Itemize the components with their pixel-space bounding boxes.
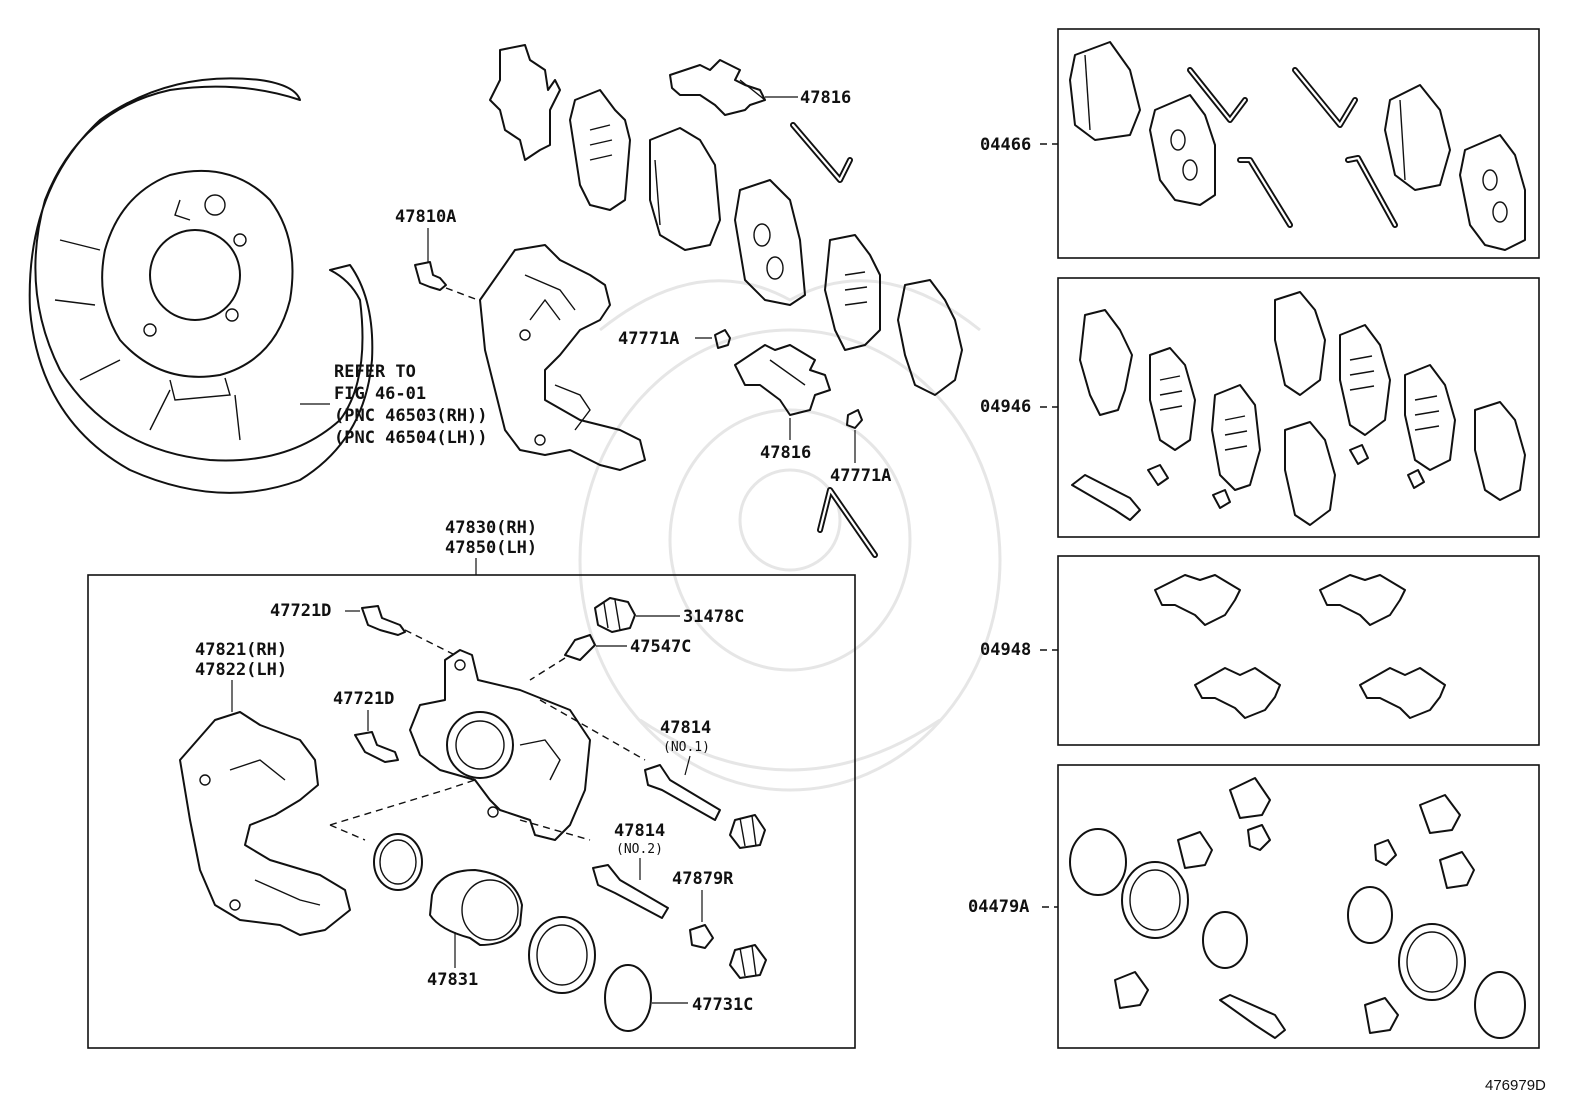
- label-47879R: 47879R: [672, 869, 734, 889]
- refer-line-4: (PNC 46504(LH)): [334, 428, 488, 448]
- piston-seal[interactable]: [373, 833, 423, 891]
- anti-rattle-spring-mid[interactable]: [817, 487, 878, 558]
- kit-04466-contents[interactable]: [1069, 41, 1526, 251]
- label-47816-top: 47816: [800, 88, 851, 108]
- brake-pads-top[interactable]: [489, 44, 963, 396]
- label-47771A-b: 47771A: [830, 466, 891, 486]
- boot-31478C[interactable]: [594, 597, 636, 633]
- cylinder-boot[interactable]: [528, 916, 596, 994]
- piston-47831[interactable]: [429, 869, 523, 946]
- kit-04479A-contents[interactable]: [1069, 777, 1526, 1039]
- refer-line-2: FIG 46-01: [334, 384, 426, 404]
- refer-line-3: (PNC 46503(RH)): [334, 406, 488, 426]
- bushing-47879R[interactable]: [689, 924, 714, 949]
- figure-number: 476979D: [1485, 1077, 1546, 1094]
- label-47731C: 47731C: [692, 995, 753, 1015]
- anti-rattle-spring-top[interactable]: [790, 122, 853, 183]
- label-47721D-b: 47721D: [333, 689, 394, 709]
- label-47814-a: 47814: [660, 718, 711, 738]
- label-47822: 47822(LH): [195, 660, 287, 680]
- label-47821: 47821(RH): [195, 640, 287, 660]
- label-04948: 04948: [980, 640, 1031, 660]
- bolt-47721D-a[interactable]: [361, 605, 406, 636]
- label-47816-mid: 47816: [760, 443, 811, 463]
- bolt-47810A[interactable]: [414, 261, 447, 291]
- refer-note: REFER TO FIG 46-01 (PNC 46503(RH)) (PNC …: [300, 362, 488, 448]
- label-47831: 47831: [427, 970, 478, 990]
- caliper-assembly-box: [87, 574, 856, 1049]
- dust-shield[interactable]: [28, 77, 374, 494]
- refer-line-1: REFER TO: [334, 362, 416, 382]
- label-04479A: 04479A: [968, 897, 1029, 917]
- caliper-bracket-47821[interactable]: [179, 711, 351, 936]
- ring-47731C[interactable]: [604, 964, 652, 1032]
- label-47810A: 47810A: [395, 207, 456, 227]
- guide-pin-47814-no1[interactable]: [644, 764, 721, 821]
- kit-04946-contents[interactable]: [1071, 291, 1526, 526]
- watermark-emblem: [578, 279, 1002, 792]
- bleeder-47547C[interactable]: [564, 634, 596, 661]
- bolt-47721D-b[interactable]: [354, 731, 399, 763]
- label-04466: 04466: [980, 135, 1031, 155]
- label-47850: 47850(LH): [445, 538, 537, 558]
- kit-box-04466: [1057, 28, 1540, 259]
- kit-box-04948: [1057, 555, 1540, 746]
- caliper-mounting-bracket[interactable]: [479, 244, 646, 471]
- label-47721D-a: 47721D: [270, 601, 331, 621]
- shim-47816-mid[interactable]: [734, 344, 831, 416]
- label-47814-b: 47814: [614, 821, 665, 841]
- label-31478C: 31478C: [683, 607, 744, 627]
- pin-boot-b[interactable]: [729, 944, 767, 979]
- label-04946: 04946: [980, 397, 1031, 417]
- label-47814-b-note: (NO.2): [616, 842, 663, 857]
- label-47771A-a: 47771A: [618, 329, 679, 349]
- guide-pin-47814-no2[interactable]: [592, 864, 669, 919]
- kit-04948-contents[interactable]: [1154, 574, 1446, 719]
- label-47830: 47830(RH): [445, 518, 537, 538]
- label-47547C: 47547C: [630, 637, 691, 657]
- label-47814-a-note: (NO.1): [663, 740, 710, 755]
- shim-47816-top[interactable]: [669, 59, 766, 116]
- caliper-body[interactable]: [409, 649, 591, 841]
- clip-47771A-a[interactable]: [714, 329, 731, 349]
- pin-boot-a[interactable]: [729, 814, 766, 849]
- clip-47771A-b[interactable]: [846, 409, 863, 429]
